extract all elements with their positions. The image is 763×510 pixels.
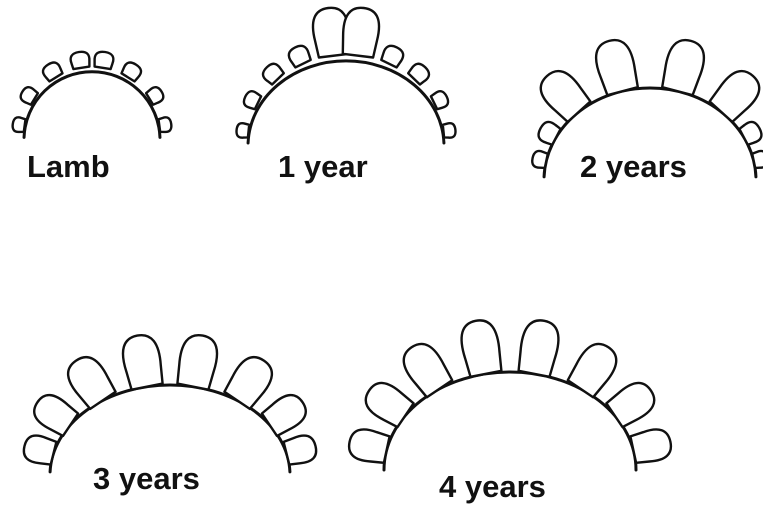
permanent-incisor [606, 383, 654, 427]
label-one-year: 1 year [278, 151, 368, 182]
permanent-incisor [568, 344, 616, 397]
one-year-teeth [237, 8, 456, 143]
milk-tooth [284, 436, 317, 465]
label-lamb: Lamb [27, 151, 110, 182]
milk-tooth [13, 117, 26, 132]
permanent-incisor [262, 395, 306, 436]
permanent-incisor [123, 335, 163, 390]
permanent-incisor [343, 8, 379, 58]
permanent-incisor [519, 320, 559, 376]
milk-tooth [289, 46, 311, 68]
milk-tooth [381, 46, 403, 68]
milk-tooth [752, 151, 763, 168]
milk-tooth [539, 122, 561, 145]
label-three-years: 3 years [93, 463, 200, 494]
four-years-teeth [349, 320, 671, 470]
milk-tooth [159, 117, 172, 132]
milk-tooth [24, 436, 57, 465]
permanent-incisor [404, 344, 452, 397]
milk-tooth [237, 123, 250, 138]
permanent-incisor [662, 40, 704, 95]
milk-tooth [71, 52, 90, 69]
gum-line [24, 72, 160, 138]
permanent-incisor [177, 335, 217, 390]
label-four-years: 4 years [439, 471, 546, 502]
milk-tooth [443, 123, 456, 138]
lamb-teeth [13, 52, 172, 138]
permanent-incisor [366, 383, 414, 427]
milk-tooth [95, 52, 114, 69]
permanent-incisor [349, 429, 390, 462]
permanent-incisor [596, 40, 638, 95]
label-two-years: 2 years [580, 151, 687, 182]
milk-tooth [532, 151, 548, 168]
permanent-incisor [34, 395, 78, 436]
permanent-incisor [68, 357, 115, 409]
milk-tooth [739, 122, 761, 145]
permanent-incisor [630, 429, 671, 462]
permanent-incisor [224, 357, 271, 409]
three-years-teeth [24, 335, 316, 472]
permanent-incisor [541, 71, 591, 122]
permanent-incisor [710, 71, 760, 122]
permanent-incisor [462, 320, 502, 376]
